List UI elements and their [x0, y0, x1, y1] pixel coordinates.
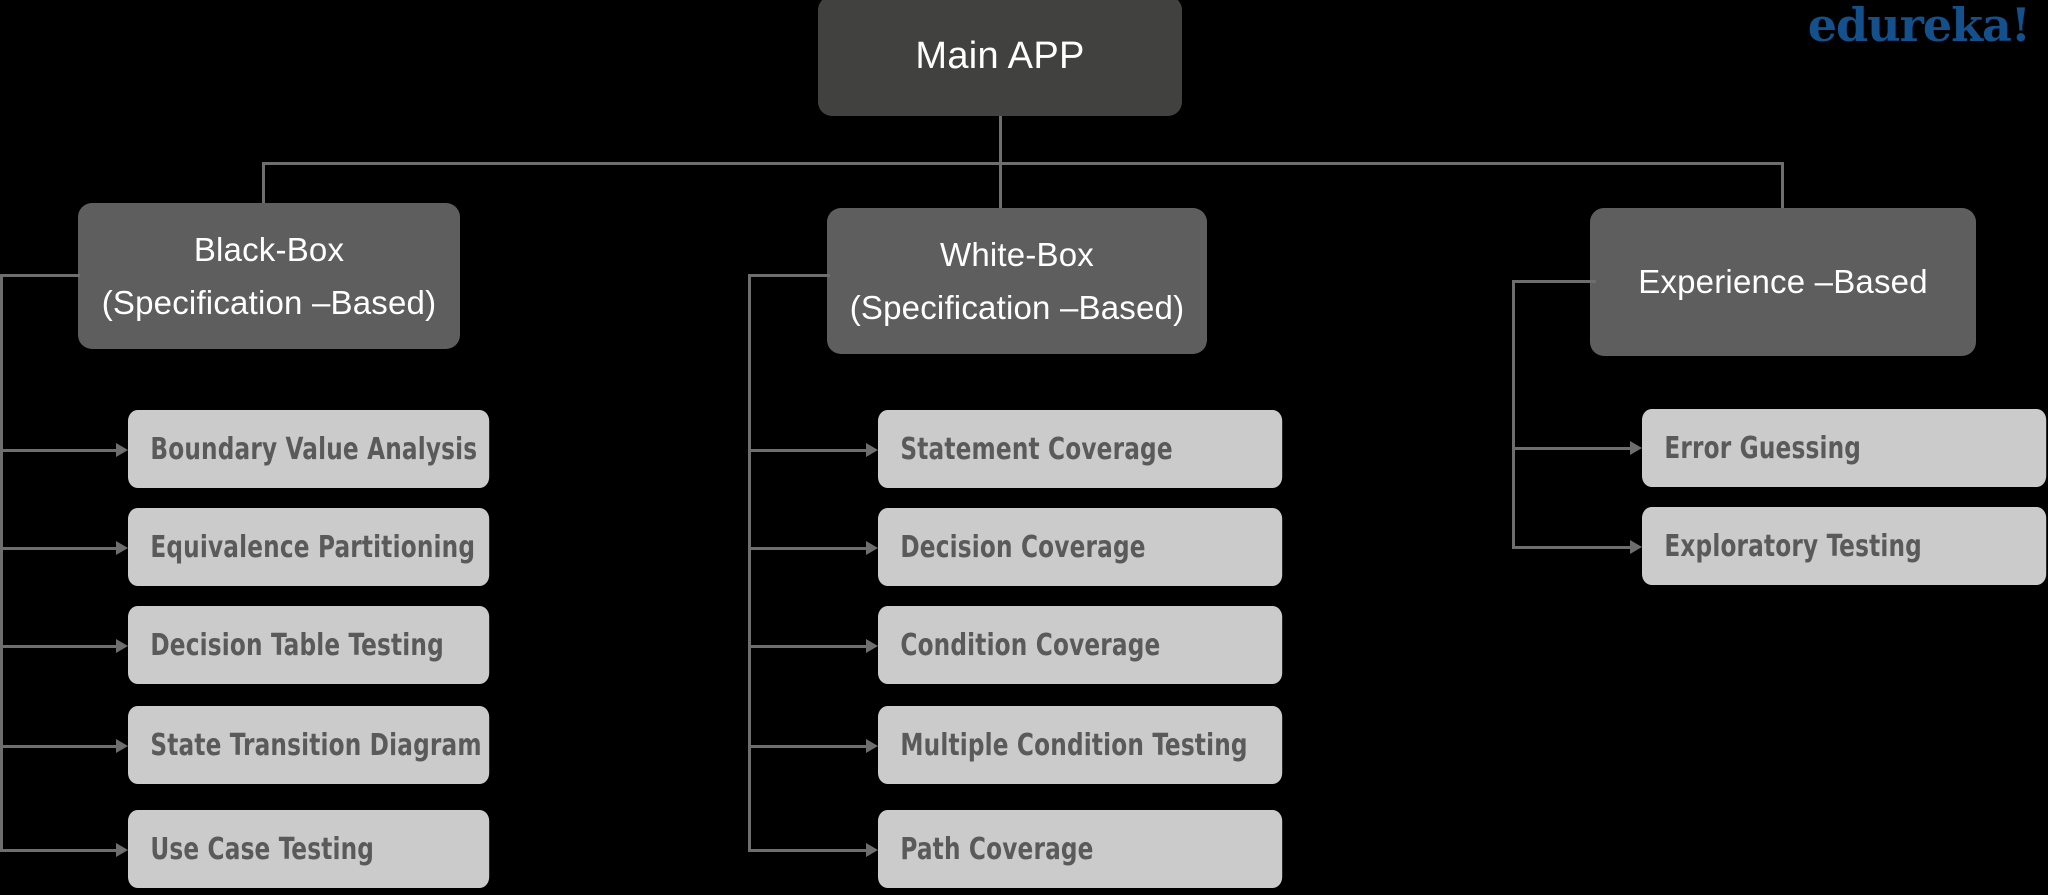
leaf-condition-coverage[interactable]: Condition Coverage	[878, 606, 1283, 684]
node-experience-based[interactable]: Experience –Based	[1590, 208, 1976, 356]
connector-black-box-leaf-5	[0, 849, 116, 852]
arrow-black-box-leaf-4	[116, 739, 128, 753]
connector-white-box-leaf-5	[748, 849, 866, 852]
connector-experience-based-stub	[1512, 280, 1596, 283]
leaf-label: Boundary Value Analysis	[150, 431, 478, 467]
leaf-label: Equivalence Partitioning	[150, 529, 476, 565]
arrow-white-box-leaf-3	[866, 639, 878, 653]
arrow-white-box-leaf-5	[866, 843, 878, 857]
connector-drop-black-box	[262, 162, 265, 206]
leaf-decision-table-testing[interactable]: Decision Table Testing	[128, 606, 490, 684]
connector-black-box-stub	[0, 274, 80, 277]
arrow-black-box-leaf-5	[116, 843, 128, 857]
arrow-white-box-leaf-1	[866, 443, 878, 457]
connector-experience-based-leaf-2	[1512, 546, 1630, 549]
node-experience-based-title: Experience –Based	[1638, 263, 1928, 301]
leaf-state-transition-diagram[interactable]: State Transition Diagram	[128, 706, 490, 784]
connector-black-box-leaf-3	[0, 645, 116, 648]
arrow-black-box-leaf-1	[116, 443, 128, 457]
node-main-app-label: Main APP	[915, 34, 1085, 77]
node-black-box[interactable]: Black-Box (Specification –Based)	[78, 203, 460, 349]
node-black-box-subtitle: (Specification –Based)	[101, 284, 437, 321]
connector-black-box-leaf-2	[0, 547, 116, 550]
connector-experience-based-trunk	[1512, 280, 1515, 549]
leaf-error-guessing[interactable]: Error Guessing	[1642, 409, 2047, 487]
edureka-logo: edureka!	[1807, 0, 2031, 52]
leaf-label: Statement Coverage	[900, 431, 1173, 467]
connector-white-box-trunk	[748, 274, 751, 851]
arrow-white-box-leaf-4	[866, 739, 878, 753]
leaf-label: Error Guessing	[1664, 430, 1862, 466]
connector-black-box-trunk	[0, 274, 3, 851]
connector-black-box-leaf-4	[0, 745, 116, 748]
leaf-use-case-testing[interactable]: Use Case Testing	[128, 810, 490, 888]
connector-white-box-leaf-1	[748, 449, 866, 452]
connector-root-bus	[262, 162, 1784, 165]
leaf-label: Decision Table Testing	[150, 627, 444, 663]
node-main-app[interactable]: Main APP	[818, 0, 1182, 116]
arrow-black-box-leaf-2	[116, 541, 128, 555]
connector-black-box-leaf-1	[0, 449, 116, 452]
leaf-label: Condition Coverage	[900, 627, 1161, 663]
leaf-label: State Transition Diagram	[150, 727, 482, 763]
node-white-box-subtitle: (Specification –Based)	[849, 289, 1185, 326]
leaf-decision-coverage[interactable]: Decision Coverage	[878, 508, 1283, 586]
node-white-box[interactable]: White-Box (Specification –Based)	[827, 208, 1207, 354]
arrow-black-box-leaf-3	[116, 639, 128, 653]
node-white-box-title: White-Box	[939, 235, 1094, 273]
arrow-white-box-leaf-2	[866, 541, 878, 555]
leaf-equivalence-partitioning[interactable]: Equivalence Partitioning	[128, 508, 490, 586]
arrow-experience-based-leaf-1	[1630, 441, 1642, 455]
arrow-experience-based-leaf-2	[1630, 540, 1642, 554]
leaf-exploratory-testing[interactable]: Exploratory Testing	[1642, 507, 2047, 585]
leaf-statement-coverage[interactable]: Statement Coverage	[878, 410, 1283, 488]
leaf-label: Use Case Testing	[150, 831, 375, 867]
leaf-label: Decision Coverage	[900, 529, 1146, 565]
connector-white-box-leaf-2	[748, 547, 866, 550]
node-black-box-title: Black-Box	[193, 230, 345, 268]
connector-root-trunk	[999, 116, 1002, 164]
connector-drop-white-box	[999, 162, 1002, 212]
connector-experience-based-leaf-1	[1512, 447, 1630, 450]
leaf-path-coverage[interactable]: Path Coverage	[878, 810, 1283, 888]
connector-white-box-stub	[748, 274, 830, 277]
leaf-label: Exploratory Testing	[1664, 528, 1922, 564]
connector-white-box-leaf-3	[748, 645, 866, 648]
leaf-boundary-value-analysis[interactable]: Boundary Value Analysis	[128, 410, 490, 488]
connector-drop-experience-based	[1781, 162, 1784, 212]
leaf-multiple-condition-testing[interactable]: Multiple Condition Testing	[878, 706, 1283, 784]
connector-white-box-leaf-4	[748, 745, 866, 748]
leaf-label: Multiple Condition Testing	[900, 727, 1248, 763]
leaf-label: Path Coverage	[900, 831, 1094, 867]
